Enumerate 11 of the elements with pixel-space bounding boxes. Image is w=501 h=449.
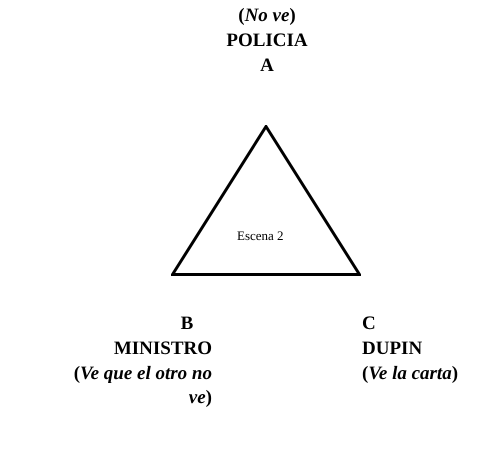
vertex-label: (No ve): [237, 4, 297, 28]
scene-triangle: [171, 125, 361, 276]
vertex-label: DUPIN: [362, 337, 424, 361]
vertex-label: A: [259, 54, 275, 78]
vertex-label: B: [180, 312, 194, 336]
vertex-label: POLICIA: [225, 29, 309, 53]
vertex-label: (Ve la carta): [362, 362, 460, 386]
vertex-label: (Ve que el otro no ve): [72, 362, 212, 410]
vertex-label: MINISTRO: [112, 337, 212, 361]
vertex-label: C: [362, 312, 377, 336]
scene-label: Escena 2: [237, 228, 284, 244]
